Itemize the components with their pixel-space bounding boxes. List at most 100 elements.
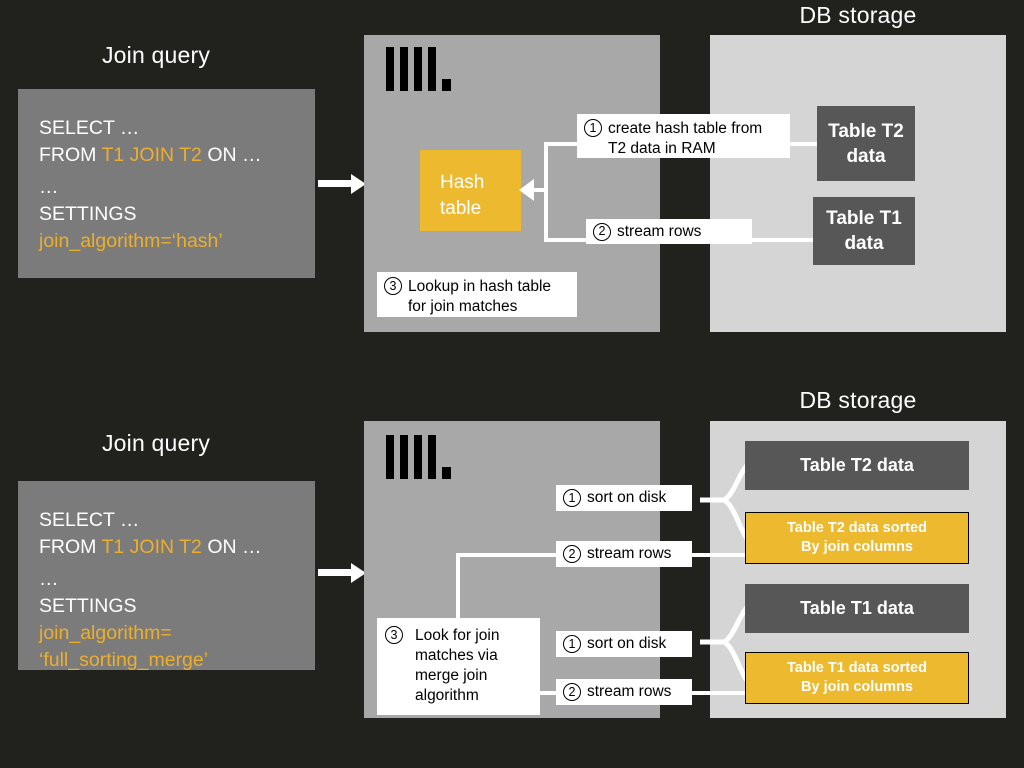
bottom-table-t2-sorted-line-2: By join columns [801,539,913,555]
bottom-join-query-heading: Join query [101,430,211,456]
top-query-line-2: FROM T1 JOIN T2 ON … [39,142,315,169]
top-callout-3: 3 Lookup in hash table for join matches [377,272,577,317]
bottom-query-line-5: join_algorithm= [39,622,172,644]
top-query-line-2-pre: FROM [39,144,102,166]
bottom-table-t1-block: Table T1 data [745,584,969,633]
logo-dot [442,79,451,91]
bottom-merge-line-4: algorithm [415,687,479,704]
bottom-table-t2-block: Table T2 data [745,441,969,490]
logo-bar-3 [414,47,422,91]
top-query-line-2-highlight: T1 JOIN T2 [101,144,202,166]
bottom-callout-stream-t2-number: 2 [563,545,581,563]
bottom-callout-sort-t1-text: sort on disk [587,635,667,652]
bottom-flow-arrow-shaft [318,569,354,576]
logo-bar-1 [386,435,394,479]
logo-dot [442,467,451,479]
bottom-query-line-2-pre: FROM [39,536,102,558]
top-callout-2-number: 2 [593,222,611,241]
bottom-callout-stream-t2: 2 stream rows [556,541,692,567]
top-flow-arrow-shaft [318,180,354,187]
bottom-callout-merge-join-text: Look for join matches via merge join alg… [415,626,499,706]
bottom-query-line-4: SETTINGS [39,595,137,617]
top-query-line-5: join_algorithm=‘hash’ [39,230,223,252]
top-table-t2-line-1: Table T2 [828,120,904,142]
top-table-t2-line-2: data [846,145,886,167]
hash-table-line-2: table [440,198,482,219]
top-join-query-heading: Join query [101,42,211,68]
bottom-callout-merge-join: 3 Look for join matches via merge join a… [377,618,540,715]
bottom-callout-sort-t2: 1 sort on disk [556,485,692,511]
bottom-merge-line-3: merge join [415,667,488,684]
logo-bar-4 [428,47,436,91]
top-query-line-1: SELECT … [39,117,140,139]
bottom-callout-stream-t1-number: 2 [563,683,581,701]
bottom-callout-sort-t2-text: sort on disk [587,489,667,506]
bottom-db-storage-heading: DB storage [799,387,917,413]
logo-bar-2 [400,47,408,91]
top-callout-3-number: 3 [384,277,402,295]
hash-table-line-1: Hash [440,172,485,193]
top-table-t1-line-1: Table T1 [826,208,902,229]
top-table-t1-block: Table T1 data [813,197,915,265]
top-conn-t1-left-stub [544,238,620,242]
top-flow-arrow-head [351,174,366,194]
bottom-conn-t2-stream-left [456,553,556,557]
bottom-conn-t1-stream [690,691,748,695]
bottom-table-t2-label: Table T2 data [800,455,914,475]
bottom-table-t1-sorted-block: Table T1 data sorted By join columns [745,652,969,704]
logo-bar-3 [414,435,422,479]
bottom-callout-stream-t1-text: stream rows [587,683,672,700]
top-conn-hash-drop [544,186,548,194]
bottom-table-t1-label: Table T1 data [800,598,914,618]
bottom-table-t2-sorted-line-1: Table T2 data sorted [787,520,927,536]
top-callout-2: 2 stream rows [586,219,752,244]
top-db-storage-panel [710,35,1006,332]
bottom-callout-sort-t2-number: 1 [563,489,581,507]
top-query-line-3: … [39,176,59,198]
top-flow-arrow-icon [318,174,366,194]
top-callout-1: 1 create hash table from T2 data in RAM [577,114,790,158]
top-callout-3-line-1: Lookup in hash table [408,278,552,295]
top-callout-2-text: stream rows [617,222,702,240]
bottom-table-t1-sorted-line-1: Table T1 data sorted [787,660,927,676]
top-table-t2-block: Table T2 data [817,106,915,181]
top-query-line-2-post: ON … [201,144,262,166]
bottom-merge-line-1: Look for join [415,627,500,644]
top-query-box: SELECT … FROM T1 JOIN T2 ON … … SETTINGS… [18,89,315,278]
bottom-callout-stream-t2-text: stream rows [587,545,672,562]
bottom-table-t1-sorted-line-2: By join columns [801,679,913,695]
bottom-conn-t2-stream [690,553,748,557]
bottom-callout-merge-join-number: 3 [385,626,403,644]
top-hash-arrow-left-icon [519,179,534,201]
top-callout-1-number: 1 [584,119,602,137]
top-callout-1-line-2: T2 data in RAM [608,140,716,157]
bottom-query-line-2-post: ON … [201,536,262,558]
hash-table-block: Hash table [420,150,521,231]
top-callout-3-line-2: for join matches [408,298,518,315]
top-conn-t2-left-stub [544,142,586,146]
top-query-line-4: SETTINGS [39,203,137,225]
bottom-query-line-6: ‘full_sorting_merge’ [39,649,209,671]
top-callout-1-text: create hash table from T2 data in RAM [608,119,762,159]
top-table-t1-line-2: data [844,233,884,254]
bottom-callout-sort-t1-number: 1 [563,635,581,653]
logo-bar-4 [428,435,436,479]
logo-bar-1 [386,47,394,91]
clickhouse-logo-icon-top [386,47,456,93]
bottom-flow-arrow-head [351,563,366,583]
top-callout-1-line-1: create hash table from [608,120,763,137]
top-conn-t2-horizontal [788,142,820,146]
bottom-callout-stream-t1: 2 stream rows [556,679,692,705]
logo-bar-2 [400,435,408,479]
top-conn-to-hash [533,188,548,192]
top-callout-3-text: Lookup in hash table for join matches [408,277,551,317]
bottom-query-line-2-highlight: T1 JOIN T2 [101,536,202,558]
bottom-query-box: SELECT … FROM T1 JOIN T2 ON … … SETTINGS… [18,481,315,671]
clickhouse-logo-icon-bottom [386,435,456,481]
bottom-query-line-3: … [39,568,59,590]
bottom-merge-line-2: matches via [415,647,498,664]
bottom-callout-sort-t1: 1 sort on disk [556,631,692,657]
top-conn-t1-horizontal [752,238,816,242]
bottom-flow-arrow-icon [318,563,366,583]
